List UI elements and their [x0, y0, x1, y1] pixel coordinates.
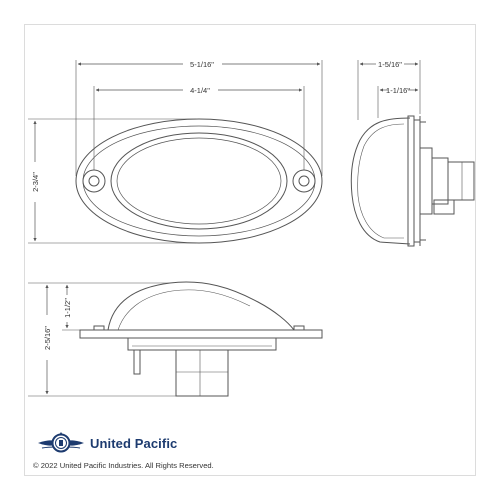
- side-view-dimensions: [359, 62, 419, 92]
- dim-top-height: 2-3/4": [31, 172, 40, 192]
- top-view: [28, 60, 323, 244]
- dim-top-width: 5-1/16": [190, 60, 214, 69]
- dim-front-total-height: 2-5/16": [43, 326, 52, 350]
- dim-front-height: 1-1/2": [63, 298, 72, 318]
- top-view-dimensions: [33, 62, 321, 242]
- front-view-dimensions: [45, 284, 69, 395]
- drawing-border: [24, 24, 476, 476]
- brand-name: United Pacific: [90, 436, 178, 451]
- dim-side-partial: 1-1/16": [386, 86, 410, 95]
- united-pacific-logo-icon: [38, 432, 84, 453]
- dim-top-hole-spacing: 4-1/4": [190, 86, 210, 95]
- front-view: [28, 281, 323, 397]
- copyright-text: © 2022 United Pacific Industries. All Ri…: [33, 461, 214, 470]
- dim-side-depth: 1-5/16": [378, 60, 402, 69]
- side-view: [350, 60, 475, 247]
